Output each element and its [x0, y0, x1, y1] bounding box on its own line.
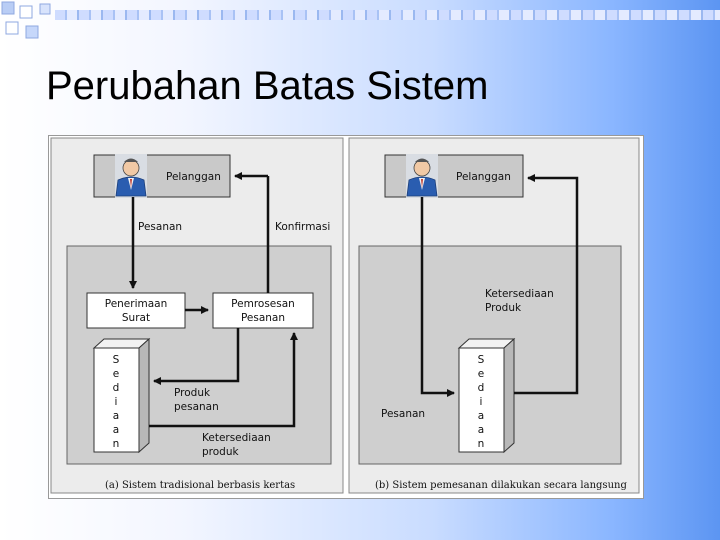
- panel-b-availability-label-1: Ketersediaan: [485, 288, 554, 300]
- product-order-arrow: [153, 328, 240, 385]
- panel-a-inventory-store: S e d i a a n: [92, 337, 151, 454]
- panel-a: Pelanggan Pesanan Konfirmasi Penerimaan …: [50, 137, 344, 494]
- customer-person-icon: [405, 153, 439, 199]
- inventory-letter: S: [478, 354, 485, 366]
- panel-b-arrows: [420, 174, 579, 397]
- inventory-letter: n: [113, 438, 120, 450]
- panel-b-customer-node: Pelanggan: [384, 153, 524, 199]
- process-box-line-1: Pemrosesan: [231, 298, 295, 310]
- customer-person-icon: [114, 153, 148, 199]
- inventory-letter: e: [478, 368, 484, 380]
- process-box-line-2: Pesanan: [241, 312, 285, 324]
- panel-b-order-label: Pesanan: [381, 408, 425, 420]
- inventory-letter: i: [115, 396, 118, 408]
- panel-b: Pelanggan Ketersediaan Produk Pesanan S …: [348, 137, 640, 494]
- system-boundary-figure: Pelanggan Pesanan Konfirmasi Penerimaan …: [48, 135, 644, 499]
- inventory-letter: n: [478, 438, 485, 450]
- panel-b-availability-arrow: [514, 174, 579, 395]
- product-order-label-2: pesanan: [174, 401, 219, 413]
- panel-a-customer-label: Pelanggan: [166, 171, 221, 183]
- inventory-letter: a: [478, 410, 484, 422]
- availability-label-1: Ketersediaan: [202, 432, 271, 444]
- panel-a-confirm-label: Konfirmasi: [275, 221, 330, 233]
- inventory-letter: a: [113, 410, 119, 422]
- order-processing-box: Pemrosesan Pesanan: [212, 292, 314, 329]
- decorative-squares: [0, 0, 60, 48]
- receive-box-line-2: Surat: [122, 312, 150, 324]
- receive-mail-box: Penerimaan Surat: [86, 292, 186, 329]
- panel-a-customer-node: Pelanggan: [93, 153, 231, 199]
- panel-b-customer-label: Pelanggan: [456, 171, 511, 183]
- slide-title: Perubahan Batas Sistem: [46, 64, 489, 108]
- inventory-letter: d: [113, 382, 120, 394]
- inventory-letter: e: [113, 368, 119, 380]
- panel-b-order-arrow: [420, 197, 455, 397]
- panel-a-order-label: Pesanan: [138, 221, 182, 233]
- availability-arrow: [149, 332, 298, 428]
- panel-b-inventory-store: S e d i a a n: [457, 337, 516, 454]
- panel-b-availability-label-2: Produk: [485, 302, 522, 314]
- panel-a-arrows: [129, 172, 298, 428]
- inventory-letter: i: [480, 396, 483, 408]
- inventory-letter: a: [478, 424, 484, 436]
- panel-b-caption: (b) Sistem pemesanan dilakukan secara la…: [375, 480, 627, 491]
- product-order-label-1: Produk: [174, 387, 211, 399]
- inventory-letter: d: [478, 382, 485, 394]
- decorative-stripe: [55, 10, 720, 20]
- inventory-letter: a: [113, 424, 119, 436]
- availability-label-2: produk: [202, 446, 239, 458]
- receive-box-line-1: Penerimaan: [105, 298, 168, 310]
- panel-a-caption: (a) Sistem tradisional berbasis kertas: [105, 480, 295, 491]
- inventory-letter: S: [113, 354, 120, 366]
